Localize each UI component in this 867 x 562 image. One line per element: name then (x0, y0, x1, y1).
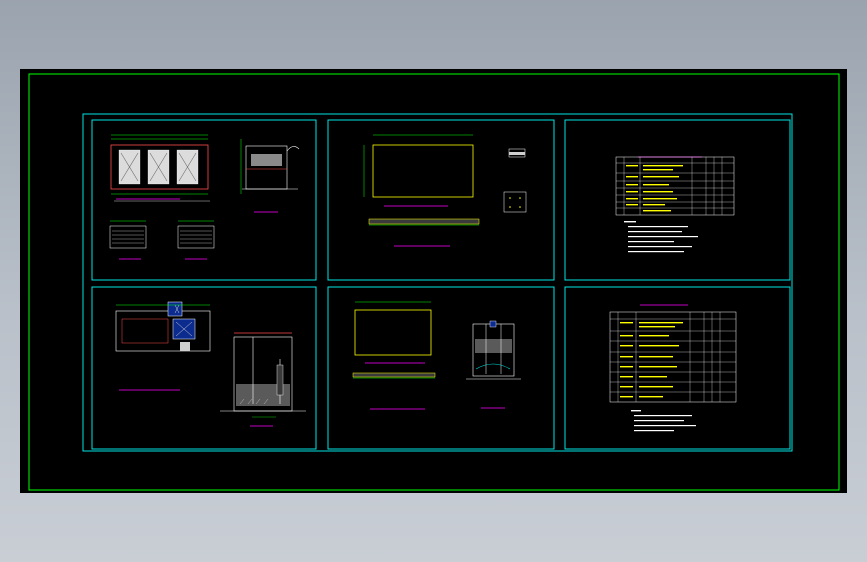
slab-section (352, 372, 436, 378)
notes-block-1 (624, 221, 698, 253)
drawing-frame (28, 73, 840, 491)
detail-plan (503, 191, 527, 213)
unit-plan (115, 310, 211, 352)
panel-2-border (327, 119, 555, 281)
section-a-a (109, 225, 147, 249)
section-2-2 (466, 320, 521, 409)
panel-3-border (564, 119, 791, 281)
panel-1[interactable] (91, 119, 317, 281)
cad-viewport[interactable] (20, 69, 847, 493)
section-view (245, 145, 288, 190)
equipment-table-2 (609, 311, 737, 403)
foundation-section (368, 218, 480, 225)
panel-1-border (91, 119, 317, 281)
panel-4[interactable] (91, 286, 317, 450)
panel-5[interactable] (327, 286, 555, 450)
tank-plan (110, 144, 209, 190)
panel-4-border (91, 286, 317, 450)
panel-6-border (564, 286, 791, 450)
panel-5-border (327, 286, 555, 450)
notes-block-2 (631, 410, 696, 432)
panel-3[interactable] (564, 119, 791, 281)
section-1-1 (220, 332, 306, 427)
foundation-plan (372, 144, 474, 198)
panel-2[interactable] (327, 119, 555, 281)
sheet-border (82, 113, 793, 452)
section-b-b (177, 225, 215, 249)
slab-plan (354, 309, 432, 356)
panel-6[interactable] (564, 286, 791, 450)
cad-drawing (28, 73, 840, 491)
equipment-table-1 (615, 156, 735, 216)
